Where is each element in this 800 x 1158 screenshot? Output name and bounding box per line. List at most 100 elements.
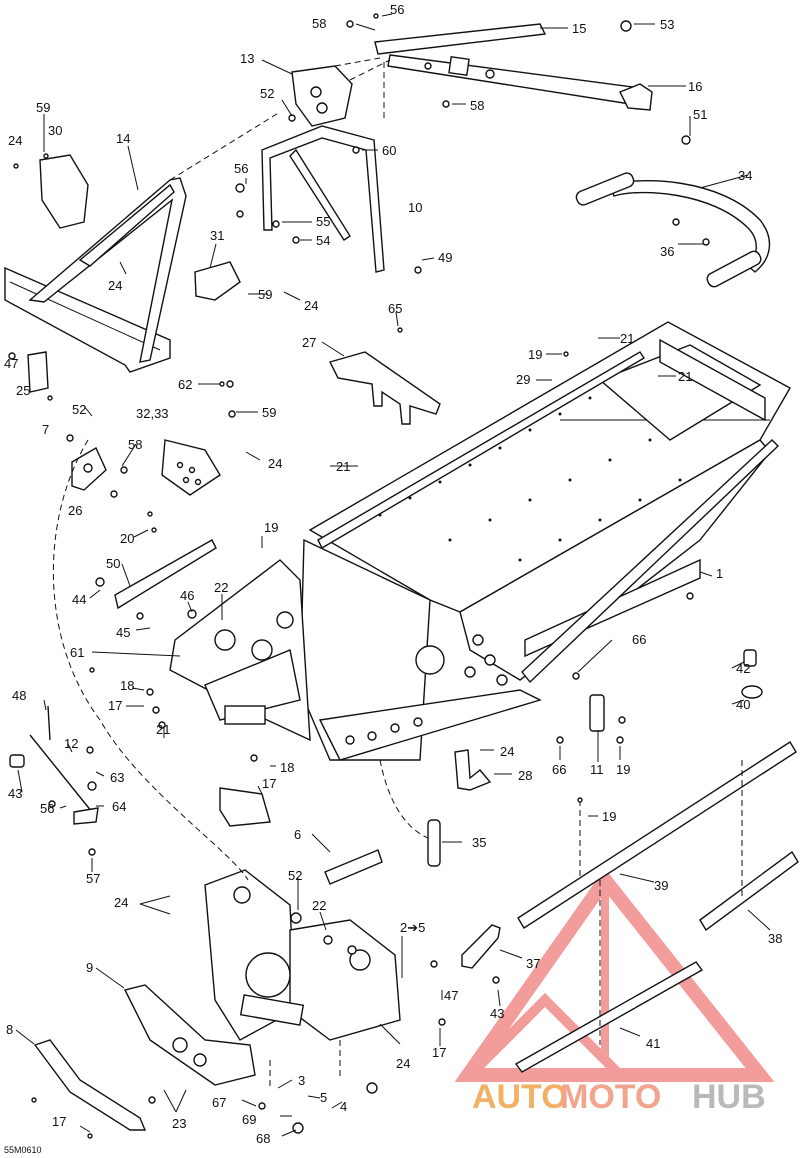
callout-46: 46 (180, 588, 194, 603)
callout-8: 8 (6, 1022, 13, 1037)
callout-56: 56 (390, 2, 404, 17)
callout-17d: 17 (52, 1114, 66, 1129)
callout-32_33: 32,33 (136, 406, 169, 421)
callout-59b: 59 (258, 287, 272, 302)
bracket-6 (324, 849, 383, 885)
callout-13: 13 (240, 51, 254, 66)
callout-15: 15 (572, 21, 586, 36)
callout-29: 29 (516, 372, 530, 387)
callout-6: 6 (294, 827, 301, 842)
callout-52b: 52 (72, 402, 86, 417)
callout-49: 49 (438, 250, 452, 265)
callout-58a: 58 (312, 16, 326, 31)
watermark-part2: MOTO (560, 1078, 661, 1116)
bracket-27 (328, 351, 441, 425)
link-12 (9, 705, 99, 825)
callout-7: 7 (42, 422, 49, 437)
callout-27: 27 (302, 335, 316, 350)
drawing-code: 55M0610 (4, 1145, 42, 1155)
rail-slider (317, 351, 780, 684)
callout-3: 3 (298, 1073, 305, 1088)
callout-66b: 66 (552, 762, 566, 777)
callout-21a: 21 (620, 331, 634, 346)
callout-62: 62 (178, 377, 192, 392)
callout-24b: 24 (108, 278, 122, 293)
callout-47a: 47 (4, 356, 18, 371)
callout-50: 50 (106, 556, 120, 571)
callout-24f: 24 (114, 895, 128, 910)
callout-12: 12 (64, 736, 78, 751)
callout-44: 44 (72, 592, 86, 607)
callout-58c: 58 (128, 437, 142, 452)
callout-19a: 19 (528, 347, 542, 362)
bracket-13 (291, 65, 353, 127)
bracket-17 (219, 787, 271, 827)
callout-5: 5 (320, 1090, 327, 1105)
callout-17b: 17 (262, 776, 276, 791)
side-panel-holes (345, 634, 508, 745)
callout-58b: 58 (470, 98, 484, 113)
callout-18b: 18 (280, 760, 294, 775)
callout-30: 30 (48, 123, 62, 138)
callout-23: 23 (172, 1116, 186, 1131)
callout-43b: 43 (490, 1006, 504, 1021)
bracket-25 (27, 351, 49, 393)
spacer-11 (589, 694, 605, 732)
callout-22b: 22 (312, 898, 326, 913)
callout-11: 11 (590, 762, 604, 777)
callout-68: 68 (256, 1131, 270, 1146)
callout-24d: 24 (268, 456, 282, 471)
callout-28: 28 (518, 768, 532, 783)
callout-4: 4 (340, 1099, 347, 1114)
plate-32-33 (161, 439, 221, 496)
callout-16: 16 (688, 79, 702, 94)
callout-64: 64 (112, 799, 126, 814)
bracket-28 (454, 749, 492, 791)
callout-31: 31 (210, 228, 224, 243)
callout-39: 39 (654, 878, 668, 893)
callout-57: 57 (86, 871, 100, 886)
callout-61: 61 (70, 645, 84, 660)
bracket-9 (123, 984, 256, 1086)
callout-52a: 52 (260, 86, 274, 101)
main-tunnel-1 (299, 321, 791, 761)
assembly-guide-lines (52, 57, 743, 1090)
front-frame-14 (4, 154, 187, 373)
bracket-31 (194, 261, 241, 301)
callout-37: 37 (526, 956, 540, 971)
callout-17a: 17 (108, 698, 122, 713)
callout-1: 1 (716, 566, 723, 581)
callout-35: 35 (472, 835, 486, 850)
callout-59c: 59 (262, 405, 276, 420)
grab-handle-34 (575, 172, 771, 288)
bar-50 (114, 539, 217, 610)
callout-24e: 24 (500, 744, 514, 759)
callout-9: 9 (86, 960, 93, 975)
callout-45: 45 (116, 625, 130, 640)
bracket-26 (71, 447, 107, 491)
callout-21c: 21 (336, 459, 350, 474)
leader-lines (15, 13, 771, 1137)
callout-42: 42 (736, 661, 750, 676)
callout-66a: 66 (632, 632, 646, 647)
callout-18a: 18 (120, 678, 134, 693)
member-8 (33, 1039, 147, 1131)
callout-17c: 17 (432, 1045, 446, 1060)
callout-43a: 43 (8, 786, 22, 801)
watermark-part1: AUTO (472, 1078, 568, 1116)
callout-19b: 19 (264, 520, 278, 535)
callout-36: 36 (660, 244, 674, 259)
callout-59a: 59 (36, 100, 50, 115)
watermark-part3: HUB (692, 1078, 766, 1116)
slide-rail-41 (514, 961, 704, 1073)
callout-67: 67 (212, 1095, 226, 1110)
callout-56c: 56 (40, 801, 54, 816)
upper-rail-assembly (374, 23, 653, 111)
callout-53: 53 (660, 17, 674, 32)
callout-47b: 47 (444, 988, 458, 1003)
callout-41: 41 (646, 1036, 660, 1051)
lower-front-frame (204, 869, 401, 1041)
callout-25: 25 (16, 383, 30, 398)
